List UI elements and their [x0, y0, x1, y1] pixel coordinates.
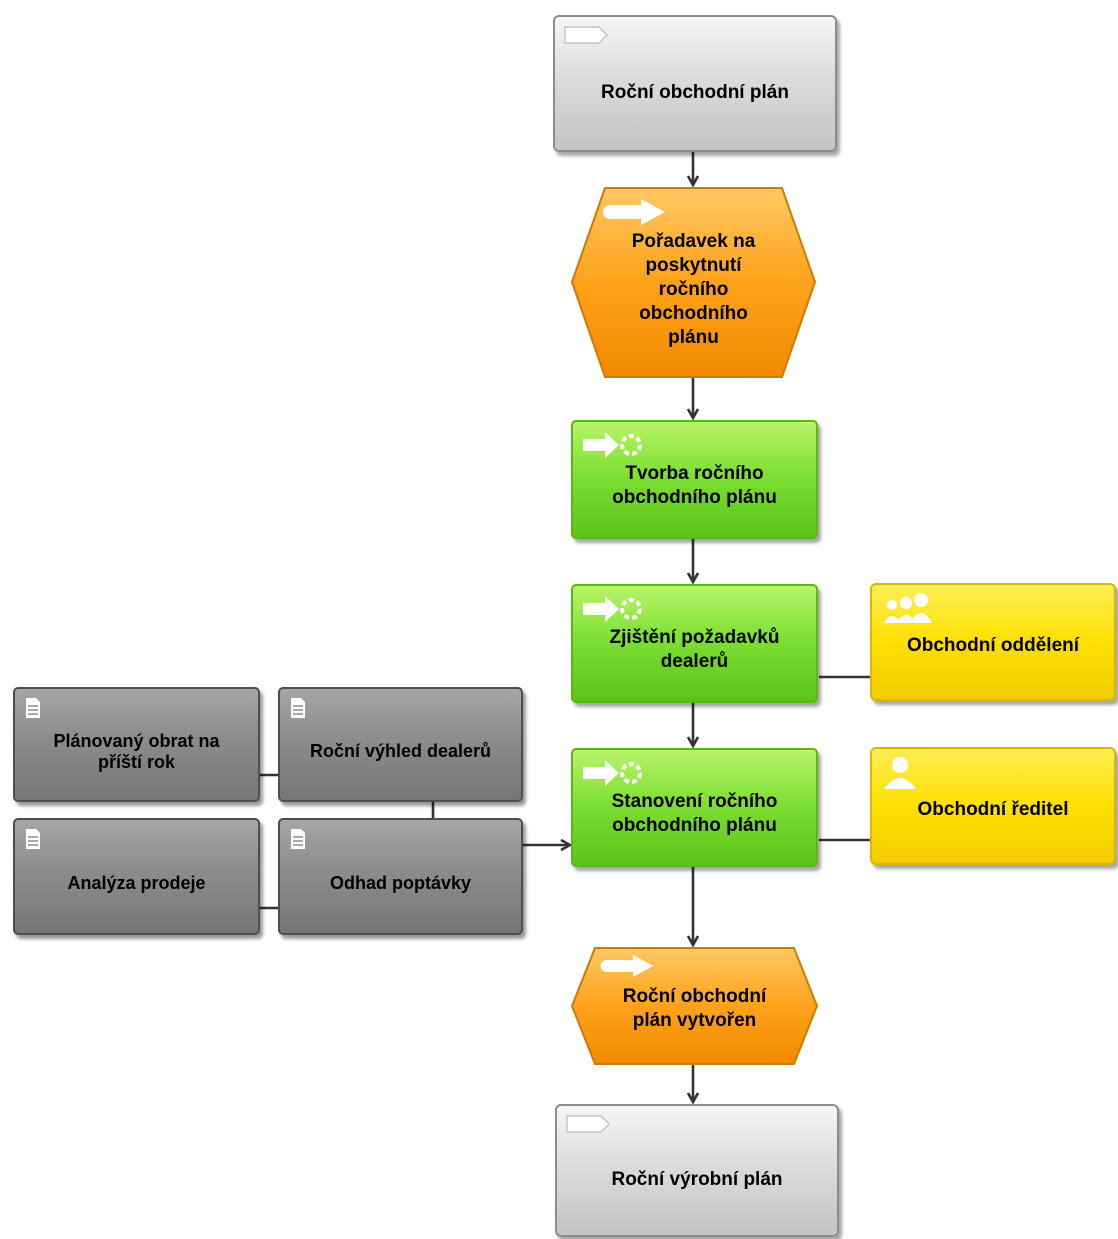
group-icon	[884, 593, 932, 623]
node-label: Roční obchodní plán vytvořen	[622, 986, 767, 1031]
document-icon	[26, 698, 40, 718]
node-label: Odhad poptávky	[329, 873, 472, 893]
document-planned-turnover[interactable]: Plánovaný obrat na příští rok	[13, 687, 260, 802]
document-icon	[291, 698, 305, 718]
node-label: Roční obchodní plán	[601, 81, 789, 103]
event-shape	[570, 187, 817, 378]
document-icon	[26, 829, 40, 849]
process-interface-start[interactable]: Roční obchodní plán	[553, 15, 837, 152]
function-create-plan[interactable]: Tvorba ročního obchodního plánu	[571, 420, 818, 539]
node-label: Plánovaný obrat na příští rok	[53, 730, 220, 772]
node-label: Pořadavek na poskytnutí ročního obchodní…	[631, 230, 756, 348]
event-icon	[600, 954, 654, 978]
node-label: Obchodní oddělení	[906, 635, 1080, 656]
document-icon	[291, 829, 305, 849]
org-unit-director[interactable]: Obchodní ředitel	[870, 747, 1116, 865]
process-interface-icon	[564, 26, 608, 44]
function-icon	[583, 596, 642, 622]
event-icon	[603, 199, 665, 225]
document-dealer-outlook[interactable]: Roční výhled dealerů	[278, 687, 523, 802]
function-icon	[583, 760, 642, 786]
function-icon	[583, 432, 642, 458]
event-request[interactable]: Pořadavek na poskytnutí ročního obchodní…	[570, 187, 817, 378]
node-label: Zjištění požadavků dealerů	[609, 626, 780, 672]
person-icon	[884, 757, 916, 789]
function-set-plan[interactable]: Stanovení ročního obchodního plánu	[571, 748, 818, 867]
org-unit-department[interactable]: Obchodní oddělení	[870, 583, 1116, 701]
node-label: Obchodní ředitel	[917, 799, 1069, 820]
function-dealer-requirements[interactable]: Zjištění požadavků dealerů	[571, 584, 818, 703]
node-label: Roční výhled dealerů	[309, 741, 492, 761]
process-interface-icon	[566, 1115, 610, 1133]
document-sales-analysis[interactable]: Analýza prodeje	[13, 818, 260, 935]
node-label: Roční výrobní plán	[611, 1168, 783, 1190]
event-plan-created[interactable]: Roční obchodní plán vytvořen	[570, 947, 819, 1065]
document-demand-estimate[interactable]: Odhad poptávky	[278, 818, 523, 935]
node-label: Analýza prodeje	[67, 873, 206, 893]
node-label: Stanovení ročního obchodního plánu	[611, 790, 778, 836]
node-label: Tvorba ročního obchodního plánu	[612, 462, 777, 508]
event-shape	[570, 947, 819, 1065]
process-interface-end[interactable]: Roční výrobní plán	[555, 1104, 839, 1237]
